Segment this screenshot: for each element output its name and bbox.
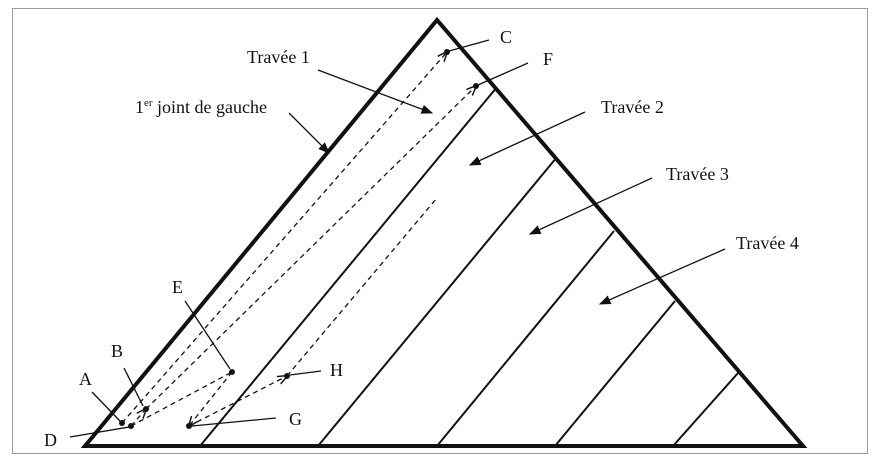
label-span-3: Travée 3 (666, 164, 729, 184)
label-E: E (172, 277, 183, 297)
label-F: F (543, 49, 554, 69)
joint-number: 1 (135, 97, 144, 117)
leader-B (123, 367, 144, 407)
point-B (143, 406, 149, 412)
label-B: B (111, 341, 124, 361)
leader-lines (69, 39, 529, 438)
arrow-span4 (598, 248, 726, 305)
dashed-paths (121, 52, 476, 427)
leader-G (191, 417, 277, 427)
path-G-to-H (188, 376, 287, 427)
label-joint: 1er joint de gauche (135, 97, 268, 117)
path-D-to-B (130, 409, 146, 427)
leader-C (448, 39, 490, 52)
separator-4 (554, 300, 676, 447)
separator-3 (436, 230, 615, 447)
leader-A (91, 391, 121, 422)
point-H (284, 373, 290, 379)
label-H: H (330, 360, 343, 380)
figure-frame (12, 8, 868, 454)
path-H-up (286, 197, 438, 377)
label-span-1: Travée 1 (247, 47, 310, 67)
point-E (229, 369, 235, 375)
point-A (119, 420, 125, 426)
point-C (444, 49, 450, 55)
arrow-joint (288, 112, 330, 154)
separator-2 (317, 156, 558, 447)
point-F (473, 83, 479, 89)
triangle-outline (80, 16, 808, 448)
path-E-to-G (189, 371, 233, 426)
point-G (186, 423, 192, 429)
label-G: G (289, 409, 302, 429)
joint-superscript: er (144, 97, 153, 109)
label-span-2: Travée 2 (601, 97, 664, 117)
points (119, 49, 479, 429)
label-A: A (79, 369, 92, 389)
label-span-4: Travée 4 (736, 233, 799, 253)
point-D (128, 423, 134, 429)
separator-5 (672, 372, 739, 447)
leader-E (184, 300, 231, 370)
separator-1 (199, 86, 498, 447)
path-B-to-F (145, 86, 476, 410)
arrow-span2 (468, 111, 586, 166)
annotation-arrows (288, 69, 726, 305)
label-D: D (44, 430, 57, 450)
span-separators (199, 86, 739, 447)
arrow-span1 (317, 69, 434, 114)
joint-text: joint de gauche (157, 97, 268, 117)
leader-D (69, 426, 130, 438)
label-C: C (500, 27, 513, 47)
leader-F (477, 62, 529, 86)
leader-H (289, 370, 322, 376)
arrow-span3 (528, 177, 653, 235)
path-D-to-E (130, 371, 233, 427)
path-A-to-C (121, 52, 447, 424)
